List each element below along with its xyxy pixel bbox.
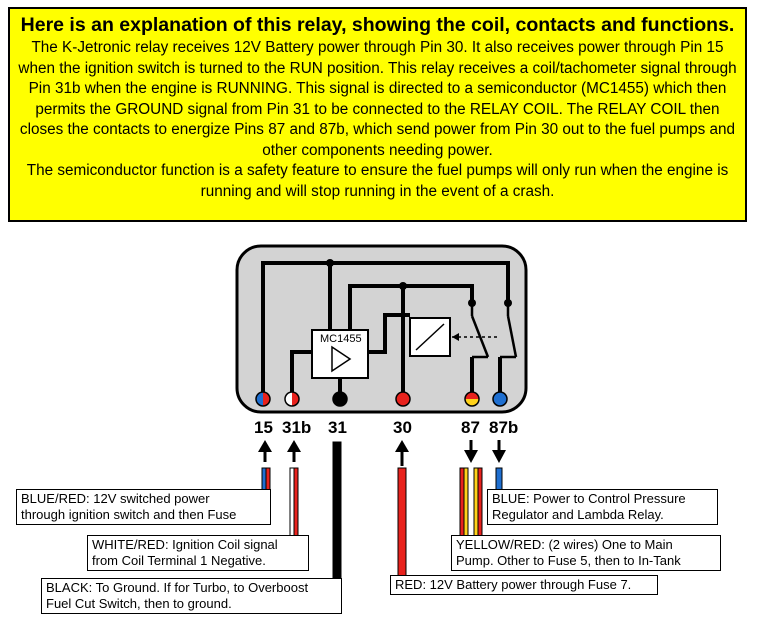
explanation-panel: Here is an explanation of this relay, sh…: [8, 7, 747, 222]
pin-label-15: 15: [254, 418, 273, 437]
pin-87b-terminal: [492, 391, 508, 407]
wire-87b: [495, 467, 503, 491]
wire-87-b: [473, 467, 479, 539]
callout-pin-31-line-1: BLACK: To Ground. If for Turbo, to Overb…: [46, 580, 309, 595]
callout-pin-87b-line-2: Regulator and Lambda Relay.: [492, 507, 664, 522]
contact-terminals: [326, 259, 512, 307]
chip-amplifier-icon: [331, 345, 352, 373]
callout-pin-31b: WHITE/RED: Ignition Coil signal from Coi…: [87, 535, 309, 571]
pin-label-31b: 31b: [282, 418, 312, 437]
pin-30-terminal: [395, 391, 411, 407]
callout-pin-87: YELLOW/RED: (2 wires) One to Main Pump. …: [451, 535, 721, 571]
callout-pin-15-line-2: through ignition switch and then Fuse: [21, 507, 237, 522]
flow-arrows: [258, 440, 506, 466]
callout-pin-87b-line-1: BLUE: Power to Control Pressure: [492, 491, 686, 506]
relay-housing: [235, 244, 528, 414]
explanation-paragraph-2: The semiconductor function is a safety f…: [26, 162, 729, 200]
wire-87-a: [459, 467, 465, 539]
pin-label-87: 87: [461, 418, 480, 437]
pin-87-terminal: [464, 391, 480, 407]
wire-30: [397, 467, 407, 579]
pin-31-terminal: [332, 391, 348, 407]
pin-label-30: 30: [393, 418, 412, 437]
pin-label-87b: 87b: [489, 418, 519, 437]
pin-label-31: 31: [328, 418, 347, 437]
explanation-paragraph-1: The K-Jetronic relay receives 12V Batter…: [18, 39, 737, 159]
callout-pin-87-line-2: Pump. Other to Fuse 5, then to In-Tank: [456, 553, 681, 568]
callout-pin-87b: BLUE: Power to Control Pressure Regulato…: [487, 489, 718, 525]
pin-15-terminal: [255, 391, 271, 407]
wire-31b: [289, 467, 295, 537]
actuator-arrow-icon: [452, 333, 459, 341]
callout-pin-15: BLUE/RED: 12V switched power through ign…: [16, 489, 271, 525]
chip-label: MC1455: [320, 333, 362, 345]
relay-circuit: [261, 261, 510, 392]
callout-pin-30: RED: 12V Battery power through Fuse 7.: [390, 575, 658, 595]
explanation-title: Here is an explanation of this relay, sh…: [20, 14, 735, 36]
callout-pin-15-line-1: BLUE/RED: 12V switched power: [21, 491, 210, 506]
callout-pin-87-line-1: YELLOW/RED: (2 wires) One to Main: [456, 537, 673, 552]
callout-pin-31b-line-2: from Coil Terminal 1 Negative.: [92, 553, 266, 568]
pin-31b-terminal: [284, 391, 300, 407]
callout-pin-31b-line-1: WHITE/RED: Ignition Coil signal: [92, 537, 278, 552]
callout-pin-30-line-1: RED: 12V Battery power through Fuse 7.: [395, 577, 632, 592]
callout-pin-31: BLACK: To Ground. If for Turbo, to Overb…: [41, 578, 342, 614]
wire-31: [332, 441, 342, 583]
callout-pin-31-line-2: Fuel Cut Switch, then to ground.: [46, 596, 232, 611]
